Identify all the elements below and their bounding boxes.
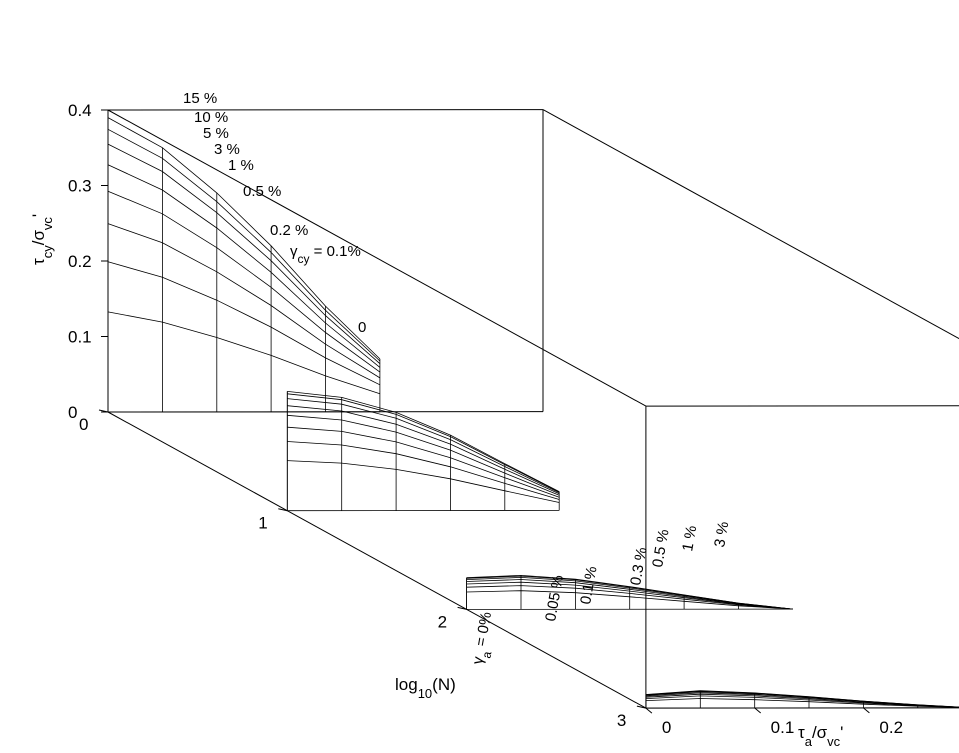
z-tick-label: 0.4	[68, 101, 92, 120]
x-tick-mark	[863, 707, 870, 714]
contour-line	[287, 393, 560, 493]
x-tick-mark	[645, 707, 653, 714]
z-tick-label: 0.2	[68, 252, 92, 271]
contour-line	[107, 143, 381, 364]
y-tick-mark	[457, 606, 467, 610]
gamma-cy-label: γcy = 0.1%	[290, 243, 361, 266]
contour-line	[287, 414, 560, 496]
contour-line	[107, 128, 381, 362]
x-axis-label-part: vc	[827, 734, 841, 749]
box-edge	[107, 109, 647, 407]
contour-line	[466, 590, 793, 610]
bounding-box	[107, 109, 959, 709]
gamma-cy-label: 0.5 %	[243, 183, 281, 200]
gamma-cy-label-part: γ	[290, 243, 298, 260]
z-axis-label-part: '	[29, 214, 48, 217]
y-tick-label: 1	[258, 514, 267, 533]
gamma-cy-label-part: cy	[298, 252, 310, 266]
x-tick-label: 0.2	[879, 718, 903, 737]
contour-line	[287, 460, 560, 503]
contour-line	[645, 698, 959, 708]
gamma-cy-label: 0	[358, 319, 366, 336]
gamma-cy-label: 1 %	[228, 157, 254, 174]
contour-line	[466, 574, 793, 610]
contour-line	[107, 311, 381, 395]
contour-line	[107, 164, 381, 368]
z-tick-label: 0	[68, 403, 77, 422]
x-axis-label-part: '	[840, 723, 843, 742]
box-edge	[107, 411, 647, 709]
labels: τcy/σvc'log10(N)τa/σvc'15 %10 %5 %3 %1 %…	[29, 90, 843, 749]
y-tick-label: 3	[617, 711, 626, 730]
gamma-a-label-part: a	[479, 650, 494, 659]
contour-line	[287, 391, 560, 492]
x-axis-label-part: τ	[798, 723, 805, 742]
gamma-a-label: 3 %	[711, 520, 732, 548]
contour-line	[287, 405, 560, 495]
gamma-cy-label: 15 %	[183, 90, 217, 107]
surface-N0	[107, 117, 381, 413]
gamma-a-label: 1 %	[679, 524, 700, 552]
contour-line	[466, 585, 793, 610]
z-axis-label-part: vc	[40, 217, 55, 231]
gamma-cy-label-part: = 0.1%	[310, 243, 361, 260]
contour-line	[287, 441, 560, 500]
x-axis-label: τa/σvc'	[798, 723, 843, 749]
z-axis-label: τcy/σvc'	[29, 214, 55, 265]
y-tick-mark	[98, 409, 109, 413]
gamma-cy-label: 10 %	[194, 109, 228, 126]
y-axis-label-part: 10	[418, 686, 432, 701]
gamma-cy-label: 0.2 %	[270, 222, 308, 239]
x-axis-label-part: a	[805, 734, 813, 749]
y-axis-label: log10(N)	[395, 675, 456, 701]
z-axis-label-part: /σ	[29, 230, 48, 246]
box-edge	[542, 109, 959, 340]
contour-line	[107, 117, 381, 360]
z-axis-label-part: τ	[29, 258, 48, 265]
contour-line	[645, 690, 959, 708]
surface-N1	[286, 391, 560, 512]
gamma-a-label: 0.5 %	[649, 528, 672, 569]
x-tick-label: 0.1	[771, 718, 795, 737]
surfaces	[107, 117, 959, 709]
gamma-a-label: γa = 0%	[469, 611, 501, 667]
gamma-cy-label: 3 %	[214, 141, 240, 158]
surface-N2	[466, 574, 793, 610]
y-axis-label-part: log	[395, 675, 418, 694]
gamma-a-label: 0.1 %	[577, 565, 600, 606]
gamma-a-label-part: γ	[469, 655, 487, 666]
contour-line	[107, 190, 381, 373]
y-axis-label-part: (N)	[432, 675, 456, 694]
y-tick-mark	[636, 705, 647, 709]
y-tick-label: 0	[79, 415, 88, 434]
y-tick-label: 2	[438, 612, 447, 631]
contour-line	[107, 223, 381, 379]
gamma-a-label-part: = 0%	[472, 611, 495, 652]
contour-line	[287, 398, 560, 494]
z-axis-label-part: cy	[40, 245, 55, 259]
z-tick-label: 0.3	[68, 177, 92, 196]
contour-line	[287, 426, 560, 498]
surface-N3	[645, 690, 959, 709]
x-tick-label: 0	[662, 718, 671, 737]
z-tick-label: 0.1	[68, 328, 92, 347]
contour-line	[107, 261, 381, 386]
x-tick-mark	[754, 707, 762, 714]
contour-line	[466, 581, 793, 610]
gamma-a-label: 0.3 %	[627, 546, 650, 587]
x-axis-label-part: /σ	[812, 723, 828, 742]
gamma-cy-label: 5 %	[203, 125, 229, 142]
y-tick-mark	[278, 508, 288, 512]
